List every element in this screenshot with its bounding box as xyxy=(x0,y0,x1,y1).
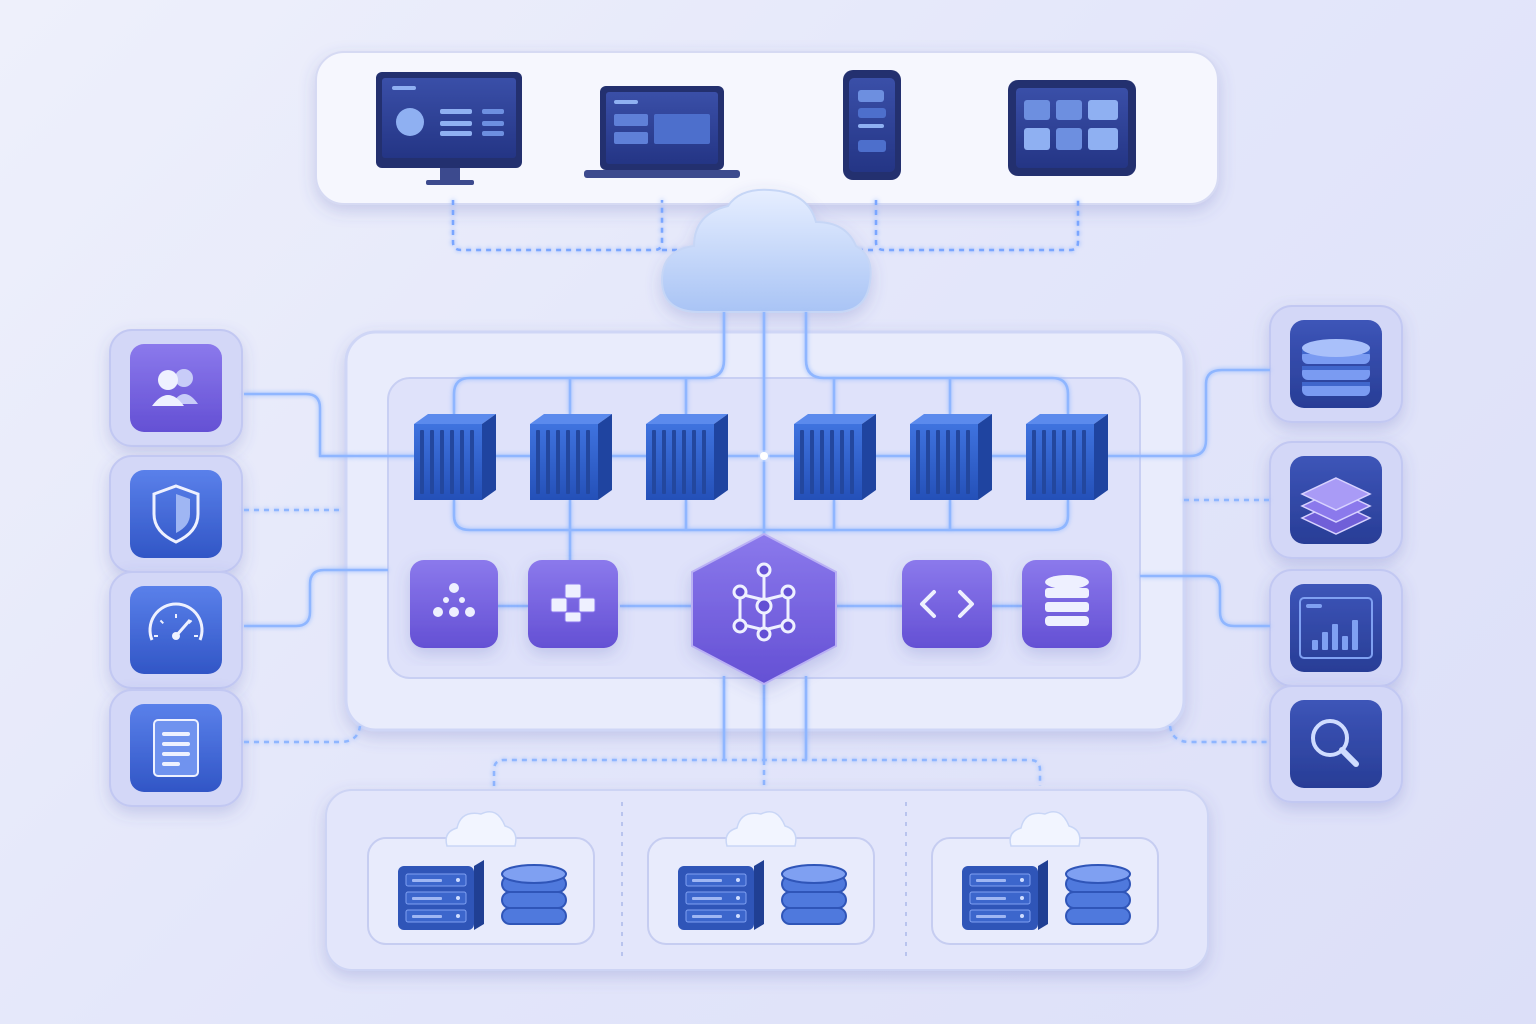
layers-tile xyxy=(1269,441,1403,559)
database-stack-tile xyxy=(1269,305,1403,423)
region-3 xyxy=(931,811,1159,945)
region-2 xyxy=(647,811,875,945)
database-icon xyxy=(1065,864,1131,925)
left-connectors xyxy=(244,392,388,744)
cloud-icon xyxy=(725,811,797,847)
service-network-graph xyxy=(410,560,498,648)
bar-chart-icon xyxy=(1299,597,1373,659)
service-blocks xyxy=(528,560,618,648)
document-tile xyxy=(109,689,243,807)
right-tile-column xyxy=(1269,305,1403,803)
database-icon xyxy=(501,864,567,925)
cloud-gateway-icon xyxy=(660,188,872,313)
service-code xyxy=(902,560,992,648)
cloud-icon xyxy=(445,811,517,847)
document-icon xyxy=(153,719,199,777)
server-icon xyxy=(398,860,484,930)
search-tile xyxy=(1269,685,1403,803)
users-icon xyxy=(152,369,198,406)
container-icon xyxy=(530,414,612,500)
container-row xyxy=(414,414,1108,500)
code-icon xyxy=(920,590,974,618)
database-icon xyxy=(781,864,847,925)
users-tile xyxy=(109,329,243,447)
blocks-icon xyxy=(550,583,596,623)
shield-tile xyxy=(109,455,243,573)
mesh-hub-icon xyxy=(732,562,796,642)
region-row xyxy=(367,811,1159,945)
search-icon xyxy=(1311,719,1359,767)
smartphone-icon xyxy=(843,70,901,180)
cluster-connectors xyxy=(356,312,1136,760)
database-icon xyxy=(1045,575,1089,626)
desktop-monitor-icon xyxy=(376,72,522,185)
container-icon xyxy=(910,414,992,500)
speedometer-tile xyxy=(109,571,243,689)
container-icon xyxy=(794,414,876,500)
speedometer-icon xyxy=(148,602,204,641)
left-tile-column xyxy=(109,329,243,807)
shield-icon xyxy=(152,484,200,544)
region-1 xyxy=(367,811,595,945)
network-graph-icon xyxy=(433,583,475,617)
database-stack-icon xyxy=(1302,339,1370,396)
server-icon xyxy=(962,860,1048,930)
right-connectors xyxy=(1136,368,1270,744)
region-connectors xyxy=(492,758,1042,786)
service-mesh-hub xyxy=(691,532,837,686)
container-icon xyxy=(1026,414,1108,500)
service-database xyxy=(1022,560,1112,648)
container-icon xyxy=(414,414,496,500)
bar-chart-tile xyxy=(1269,569,1403,687)
container-icon xyxy=(646,414,728,500)
cloud-icon xyxy=(1009,811,1081,847)
tablet-icon xyxy=(1008,80,1136,176)
laptop-icon xyxy=(584,86,740,178)
layers-icon xyxy=(1300,477,1372,535)
server-icon xyxy=(678,860,764,930)
